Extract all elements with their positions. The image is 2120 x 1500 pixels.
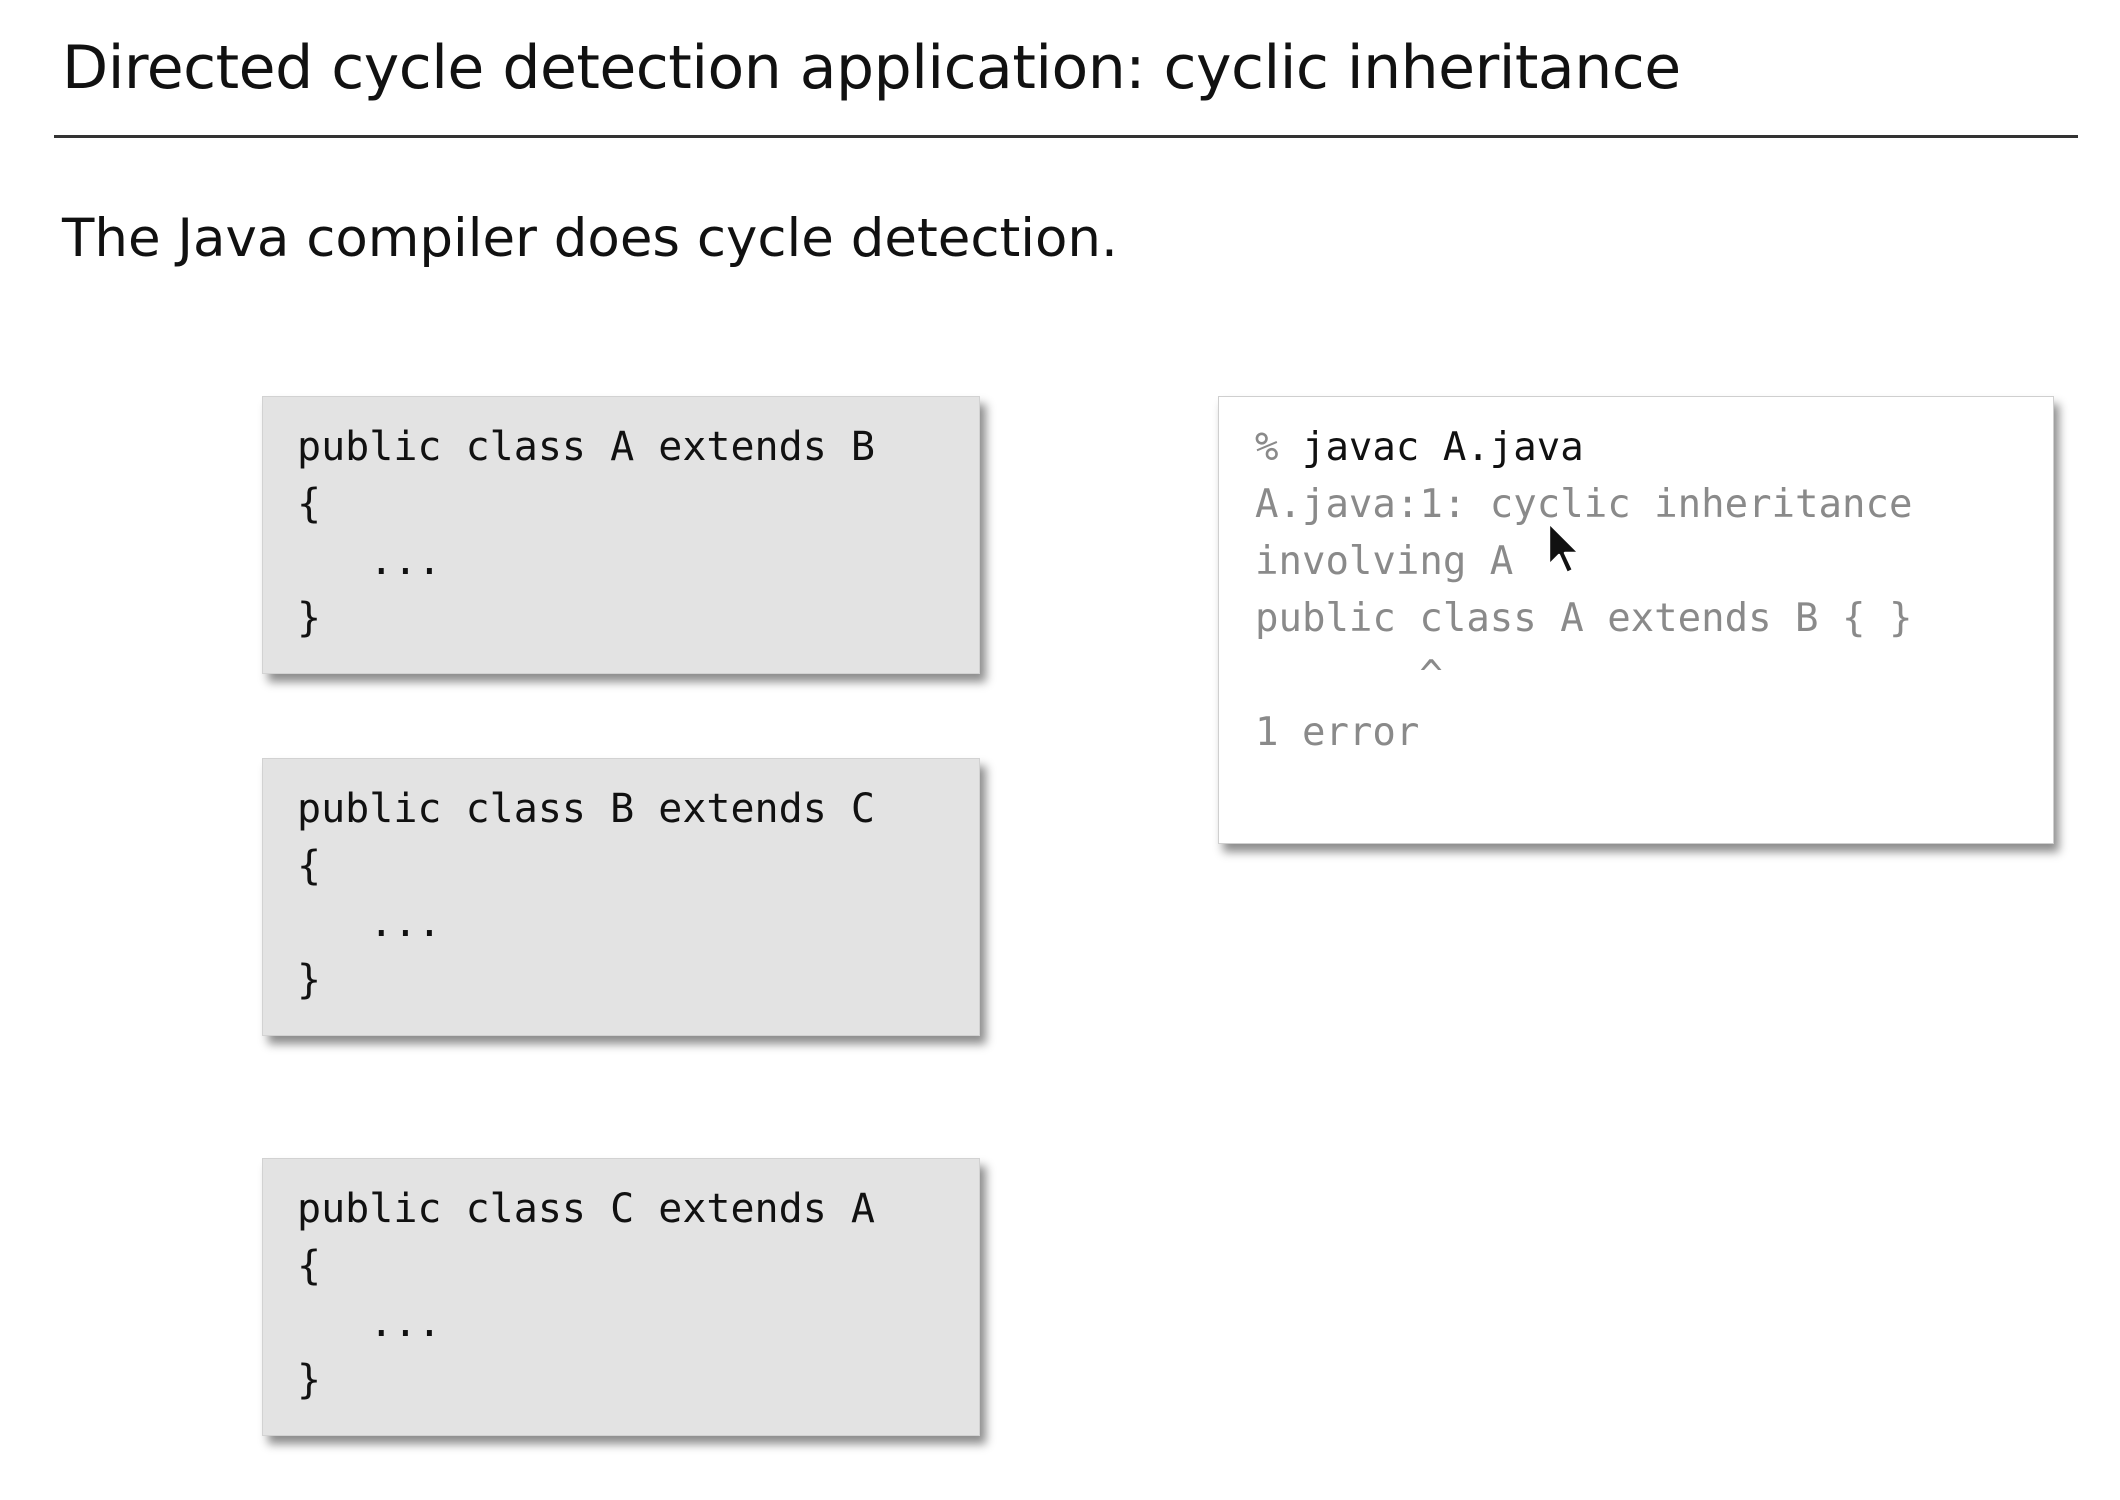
- code-body-ellipsis: ...: [297, 900, 442, 946]
- code-box-class-a: public class A extends B { ... }: [262, 396, 980, 674]
- terminal-error-line: involving A: [1255, 539, 1514, 584]
- code-listing-class-c: public class C extends A { ... }: [297, 1181, 875, 1409]
- mouse-pointer-icon: [1547, 521, 1581, 575]
- terminal-error-line: A.java:1: cyclic inheritance: [1255, 482, 1913, 527]
- terminal-command: javac A.java: [1301, 425, 1584, 470]
- code-listing-class-a: public class A extends B { ... }: [297, 419, 875, 647]
- terminal-prompt: %: [1255, 425, 1302, 470]
- title-divider: [54, 135, 2078, 138]
- code-body-ellipsis: ...: [297, 1300, 442, 1346]
- code-declaration: public class A extends B: [297, 424, 875, 470]
- code-close-brace: }: [297, 1357, 322, 1403]
- terminal-caret-line: ^: [1255, 653, 1443, 698]
- code-declaration: public class B extends C: [297, 786, 875, 832]
- code-declaration: public class C extends A: [297, 1186, 875, 1232]
- terminal-output-box: % javac A.java A.java:1: cyclic inherita…: [1218, 396, 2054, 844]
- code-open-brace: {: [297, 481, 322, 527]
- terminal-source-line: public class A extends B { }: [1255, 596, 1913, 641]
- code-box-class-b: public class B extends C { ... }: [262, 758, 980, 1036]
- code-open-brace: {: [297, 1243, 322, 1289]
- code-close-brace: }: [297, 595, 322, 641]
- terminal-text: % javac A.java A.java:1: cyclic inherita…: [1255, 419, 1912, 761]
- code-open-brace: {: [297, 843, 322, 889]
- code-close-brace: }: [297, 957, 322, 1003]
- terminal-error-count: 1 error: [1255, 710, 1420, 755]
- code-box-class-c: public class C extends A { ... }: [262, 1158, 980, 1436]
- slide-subtitle: The Java compiler does cycle detection.: [62, 208, 1118, 269]
- code-listing-class-b: public class B extends C { ... }: [297, 781, 875, 1009]
- slide-title: Directed cycle detection application: cy…: [62, 33, 1681, 103]
- code-body-ellipsis: ...: [297, 538, 442, 584]
